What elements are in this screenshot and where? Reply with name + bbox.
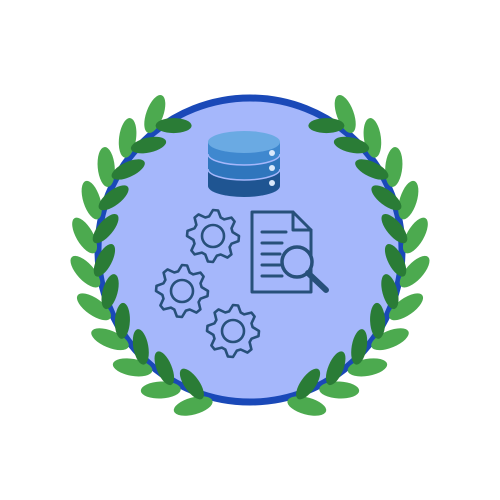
gear-icon [185,208,241,264]
laurel-wreath-icon [70,94,430,416]
badge-circle [94,94,406,406]
document-search-icon [250,210,329,294]
gear-icon [205,303,261,359]
database-icon [207,131,281,197]
gear-icon [154,263,210,319]
